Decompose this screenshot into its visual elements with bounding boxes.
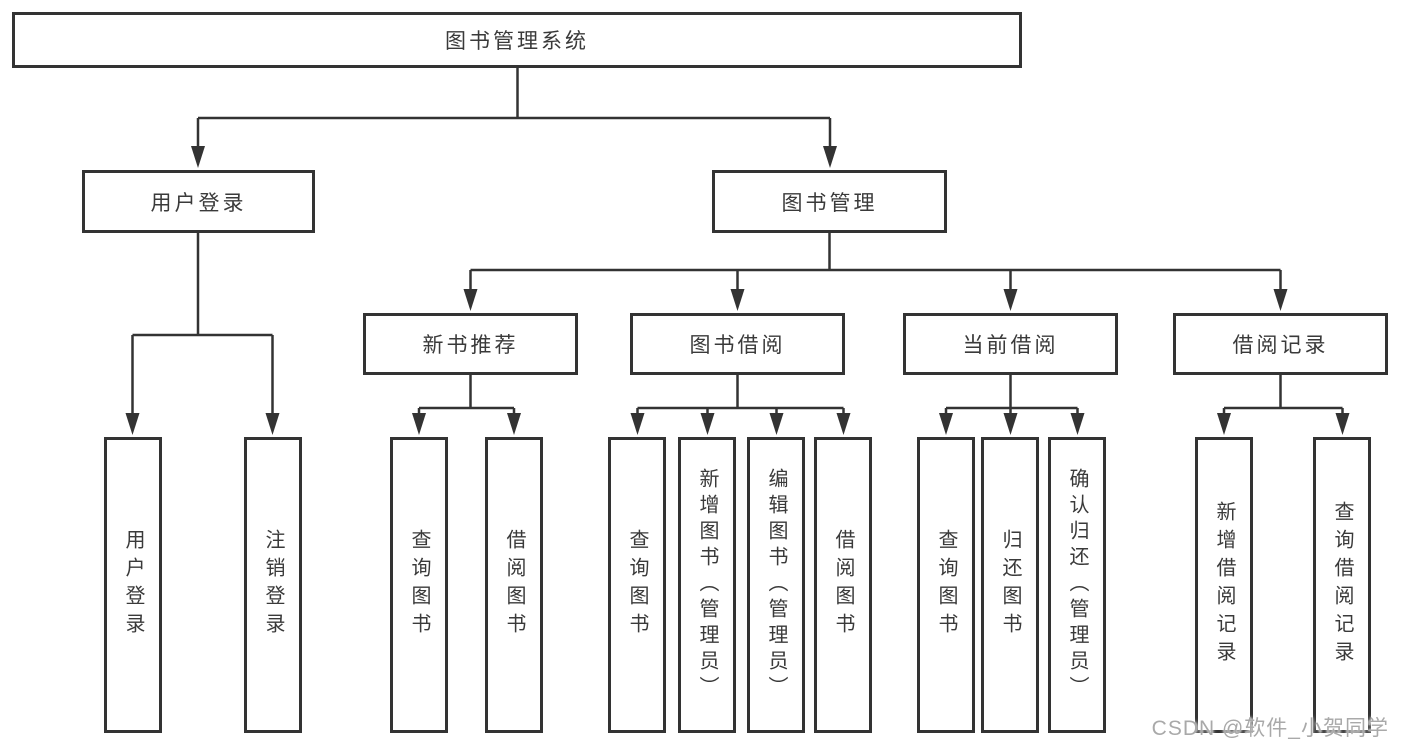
leaf-user-login: 用户登录 [104,437,162,733]
node-current-borrow-label: 当前借阅 [962,334,1059,357]
leaf-bb-query-book: 查询图书 [608,437,666,733]
node-new-book-recommend-label: 新书推荐 [422,334,519,357]
node-current-borrow: 当前借阅 [903,313,1118,375]
leaf-bb-add-book-admin: 新增图书（管理员） [678,437,736,733]
node-book-borrow: 图书借阅 [630,313,845,375]
csdn-watermark: CSDN @软件_小贺同学 [1151,717,1389,740]
leaf-nbr-borrow-book-label: 借阅图书 [503,529,525,641]
leaf-cb-return-book-label: 归还图书 [999,529,1021,641]
leaf-logout-label: 注销登录 [262,529,284,641]
leaf-bb-add-book-admin-label: 新增图书（管理员） [696,468,718,702]
leaf-cb-return-book: 归还图书 [981,437,1039,733]
leaf-bb-edit-book-admin-label: 编辑图书（管理员） [765,468,787,702]
leaf-br-query-record: 查询借阅记录 [1313,437,1371,733]
leaf-cb-confirm-return-admin-label: 确认归还（管理员） [1066,468,1088,702]
node-book-management: 图书管理 [712,170,947,233]
leaf-bb-query-book-label: 查询图书 [626,529,648,641]
node-borrow-records-label: 借阅记录 [1232,334,1329,357]
leaf-br-add-record: 新增借阅记录 [1195,437,1253,733]
leaf-cb-query-book-label: 查询图书 [935,529,957,641]
leaf-cb-query-book: 查询图书 [917,437,975,733]
node-root: 图书管理系统 [12,12,1022,68]
leaf-nbr-borrow-book: 借阅图书 [485,437,543,733]
leaf-bb-edit-book-admin: 编辑图书（管理员） [747,437,805,733]
node-root-label: 图书管理系统 [445,30,589,53]
leaf-bb-borrow-book: 借阅图书 [814,437,872,733]
leaf-logout: 注销登录 [244,437,302,733]
node-book-management-label: 图书管理 [781,191,878,215]
node-user-login-label: 用户登录 [150,191,247,215]
node-book-borrow-label: 图书借阅 [689,334,786,357]
node-new-book-recommend: 新书推荐 [363,313,578,375]
leaf-nbr-query-book-label: 查询图书 [408,529,430,641]
node-borrow-records: 借阅记录 [1173,313,1388,375]
leaf-br-query-record-label: 查询借阅记录 [1331,501,1353,669]
node-user-login: 用户登录 [82,170,315,233]
leaf-bb-borrow-book-label: 借阅图书 [832,529,854,641]
leaf-cb-confirm-return-admin: 确认归还（管理员） [1048,437,1106,733]
leaf-user-login-label: 用户登录 [122,529,144,641]
leaf-br-add-record-label: 新增借阅记录 [1213,501,1235,669]
leaf-nbr-query-book: 查询图书 [390,437,448,733]
